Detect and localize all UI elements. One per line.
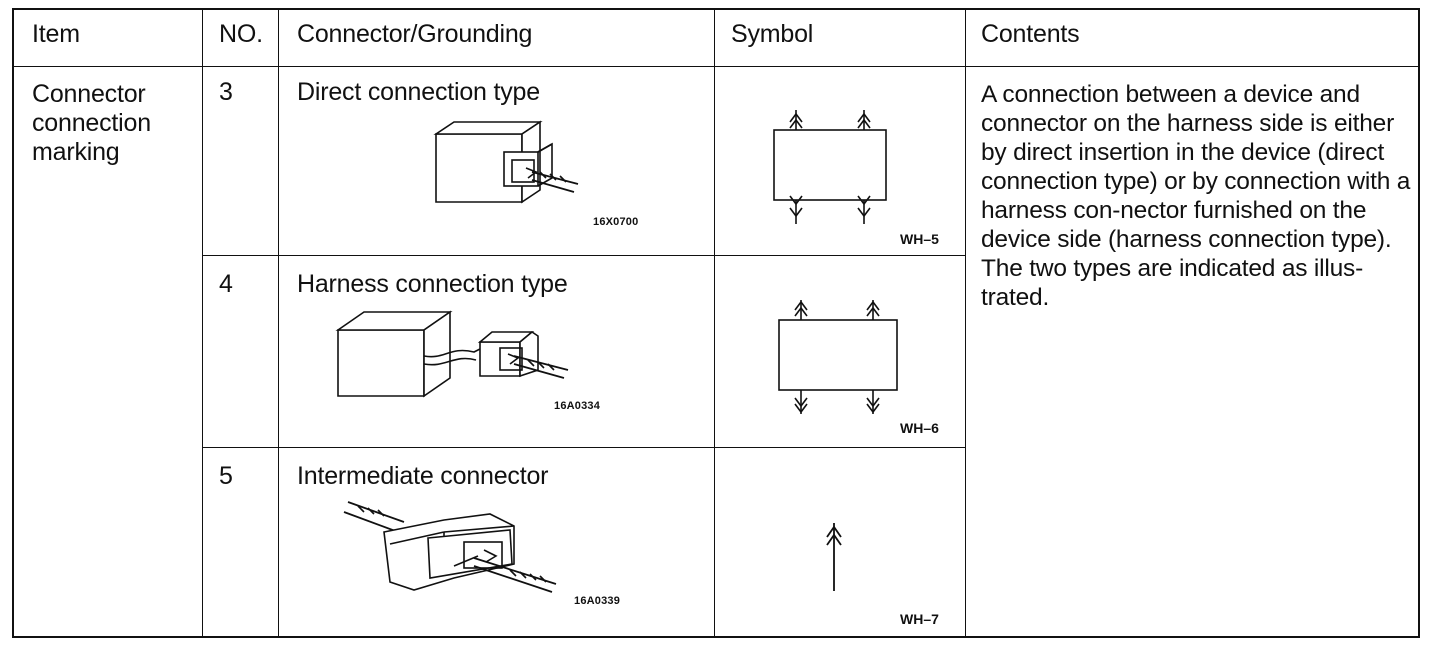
symbol-code: WH–5 bbox=[900, 231, 939, 247]
connector-table: Item NO. Connector/Grounding Symbol Cont… bbox=[12, 8, 1420, 638]
figure-code: 16X0700 bbox=[593, 216, 639, 228]
harness-connection-illustration bbox=[335, 310, 569, 398]
symbol-code: WH–6 bbox=[900, 420, 939, 436]
column-divider bbox=[714, 10, 715, 636]
column-divider bbox=[278, 10, 279, 636]
row-divider bbox=[202, 255, 965, 256]
item-label: Connector connection marking bbox=[32, 80, 151, 166]
header-item: Item bbox=[32, 20, 80, 48]
row-number: 5 bbox=[219, 462, 233, 490]
header-symbol: Symbol bbox=[731, 20, 814, 48]
column-divider bbox=[202, 10, 203, 636]
header-no: NO. bbox=[219, 20, 263, 48]
header-divider bbox=[14, 66, 1418, 67]
figure-code: 16A0334 bbox=[554, 400, 601, 412]
intermediate-connector-illustration bbox=[343, 501, 557, 593]
row-number: 3 bbox=[219, 78, 233, 106]
direct-connection-illustration bbox=[433, 120, 579, 204]
symbol-code: WH–7 bbox=[900, 611, 939, 627]
connector-name: Direct connection type bbox=[297, 78, 540, 106]
direct-connection-symbol bbox=[773, 110, 887, 224]
header-connector-grounding: Connector/Grounding bbox=[297, 20, 533, 48]
row-divider bbox=[202, 447, 965, 448]
column-divider bbox=[965, 10, 966, 636]
figure-code: 16A0339 bbox=[574, 595, 621, 607]
intermediate-connector-symbol bbox=[826, 523, 842, 591]
header-contents: Contents bbox=[981, 20, 1080, 48]
connector-name: Intermediate connector bbox=[297, 462, 549, 490]
connector-name: Harness connection type bbox=[297, 270, 568, 298]
harness-connection-symbol bbox=[778, 300, 898, 414]
row-number: 4 bbox=[219, 270, 233, 298]
contents-description: A connection between a device and connec… bbox=[981, 81, 1411, 311]
